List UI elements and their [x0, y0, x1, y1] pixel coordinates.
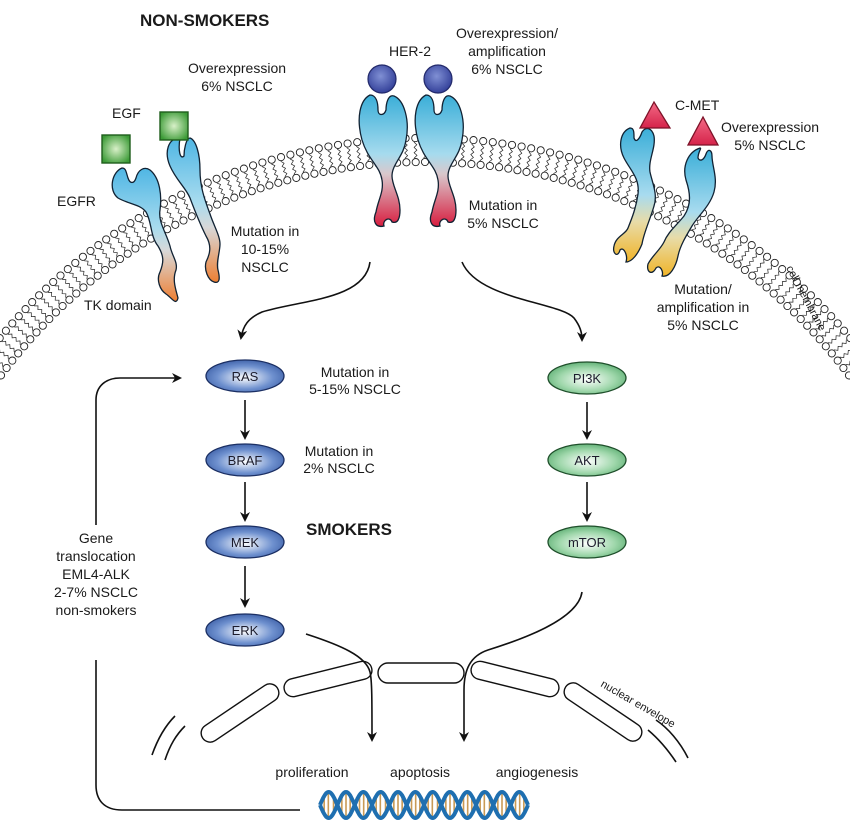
cmet-receptor-pair [612, 100, 720, 277]
smokers-heading: SMOKERS [306, 520, 392, 539]
mek-label: MEK [231, 535, 260, 550]
egf-label: EGF [112, 105, 141, 121]
cmet-ligand-icon [638, 100, 672, 129]
her2-receptor-left [358, 94, 408, 228]
her2-label: HER-2 [389, 43, 431, 59]
her2-mutation-line1: Mutation in [469, 197, 537, 213]
egfr-overexpression-line1: Overexpression [188, 60, 286, 76]
egfr-overexpression-line2: 6% NSCLC [201, 78, 273, 94]
egf-ligand-icon [101, 134, 131, 164]
pi3k-label: PI3K [573, 371, 602, 386]
braf-mutation-line2: 2% NSCLC [303, 460, 375, 476]
nuclear-envelope: nuclear envelope [151, 660, 689, 763]
cmet-mutation-line2: amplification in [657, 299, 750, 315]
cmet-ligand-icon [686, 115, 720, 146]
cmet-receptor-right [646, 147, 717, 277]
outcome-angiogenesis: angiogenesis [496, 764, 579, 780]
tk-domain-label: TK domain [84, 297, 152, 313]
braf-node[interactable] [205, 443, 285, 477]
cmet-overexpression-line1: Overexpression [721, 119, 819, 135]
her2-receptor-pair [358, 64, 464, 228]
arrow-receptor-to-pi3k [461, 261, 587, 342]
egf-ligand-icon [159, 111, 189, 141]
translocation-note: Gene translocation EML4-ALK 2-7% NSCLC n… [54, 530, 138, 618]
erk-label: ERK [232, 623, 259, 638]
pi3k-node[interactable] [547, 361, 627, 395]
ras-node[interactable] [205, 359, 285, 393]
dna-helix-icon [318, 789, 530, 821]
cmet-overexpression-line2: 5% NSCLC [734, 137, 806, 153]
her2-receptor-right [414, 94, 464, 228]
translocation-line5: non-smokers [56, 602, 137, 618]
translocation-line1: Gene [79, 530, 113, 546]
erk-node[interactable] [205, 613, 285, 647]
mtor-label: mTOR [568, 535, 606, 550]
her2-overexpression-line2: amplification [468, 43, 546, 59]
ras-label: RAS [232, 369, 259, 384]
mapk-pathway: RAS BRAF MEK ERK Mutation in 5-15% NSCLC… [205, 359, 401, 647]
her2-ligand-icon [423, 64, 453, 94]
arrow-erk-to-nucleus [305, 633, 377, 742]
ras-mutation-line1: Mutation in [321, 364, 389, 380]
translocation-line3: EML4-ALK [62, 566, 130, 582]
her2-overexpression-line1: Overexpression/ [456, 25, 558, 41]
cmet-mutation-line1: Mutation/ [674, 281, 732, 297]
egfr-receptor-right [166, 137, 221, 284]
egfr-mutation-line3: NSCLC [241, 259, 288, 275]
pi3k-pathway: PI3K AKT mTOR [547, 361, 627, 559]
cell-membrane [0, 133, 850, 380]
egfr-mutation-line1: Mutation in [231, 223, 299, 239]
akt-label: AKT [574, 453, 599, 468]
egfr-receptor-left [111, 167, 179, 302]
mek-node[interactable] [205, 525, 285, 559]
akt-node[interactable] [547, 443, 627, 477]
her2-ligand-icon [367, 64, 397, 94]
her2-mutation-line2: 5% NSCLC [467, 215, 539, 231]
outcome-apoptosis: apoptosis [390, 764, 450, 780]
arrow-mtor-to-nucleus [459, 591, 583, 742]
her2-overexpression-line3: 6% NSCLC [471, 61, 543, 77]
egfr-receptor-pair [101, 111, 221, 302]
arrow-translocation-to-ras [95, 373, 182, 525]
translocation-line2: translocation [56, 548, 135, 564]
cmet-label: C-MET [675, 97, 720, 113]
egfr-label: EGFR [57, 193, 96, 209]
braf-mutation-line1: Mutation in [305, 443, 373, 459]
non-smokers-heading: NON-SMOKERS [140, 11, 269, 30]
ras-mutation-line2: 5-15% NSCLC [309, 381, 401, 397]
translocation-line-bottom [95, 660, 300, 811]
braf-label: BRAF [228, 453, 263, 468]
mtor-node[interactable] [547, 525, 627, 559]
outcome-proliferation: proliferation [275, 764, 348, 780]
translocation-line4: 2-7% NSCLC [54, 584, 138, 600]
cmet-receptor-left [612, 127, 656, 263]
arrow-receptor-to-ras [237, 261, 371, 340]
egfr-mutation-line2: 10-15% [241, 241, 289, 257]
cmet-mutation-line3: 5% NSCLC [667, 317, 739, 333]
